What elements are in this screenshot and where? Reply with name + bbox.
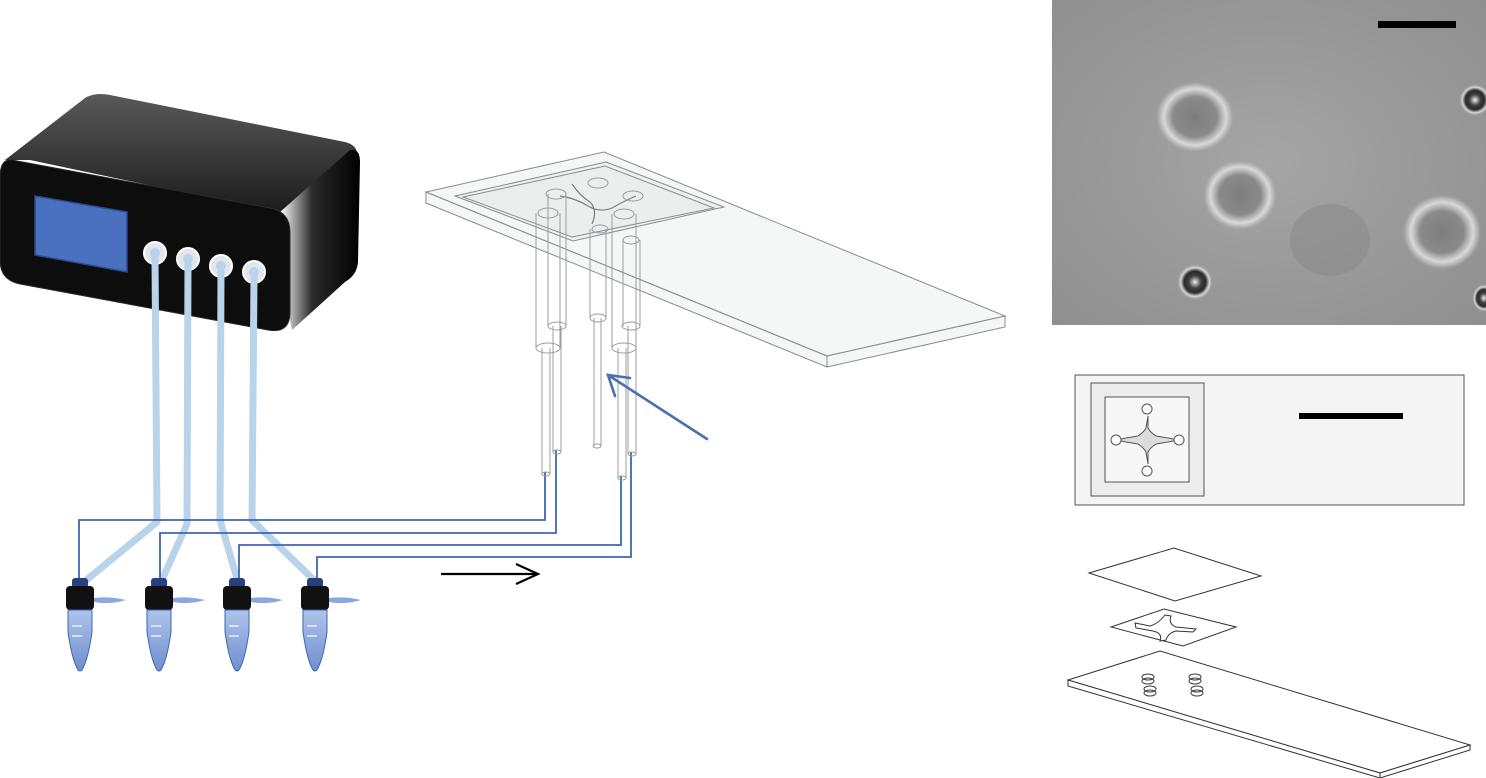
reservoirs — [66, 578, 361, 671]
chip-top-scale-bar — [1299, 413, 1403, 419]
eppendorf-tube-icon — [145, 578, 205, 671]
eppendorf-tube-icon — [223, 578, 283, 671]
chip-exploded-view — [1068, 548, 1470, 778]
liquid-tubing — [79, 450, 631, 590]
pressure-controller-icon — [0, 94, 360, 331]
arrow-right-icon — [441, 564, 538, 584]
micrograph-image — [1052, 0, 1486, 325]
microfluidic-chip-icon — [426, 152, 1005, 480]
eppendorf-tube-icon — [66, 578, 126, 671]
chip-top-view — [1075, 375, 1464, 505]
pointer-arrow-icon — [608, 375, 707, 439]
eppendorf-tube-icon — [301, 578, 361, 671]
micrograph-scale-bar — [1378, 21, 1456, 28]
